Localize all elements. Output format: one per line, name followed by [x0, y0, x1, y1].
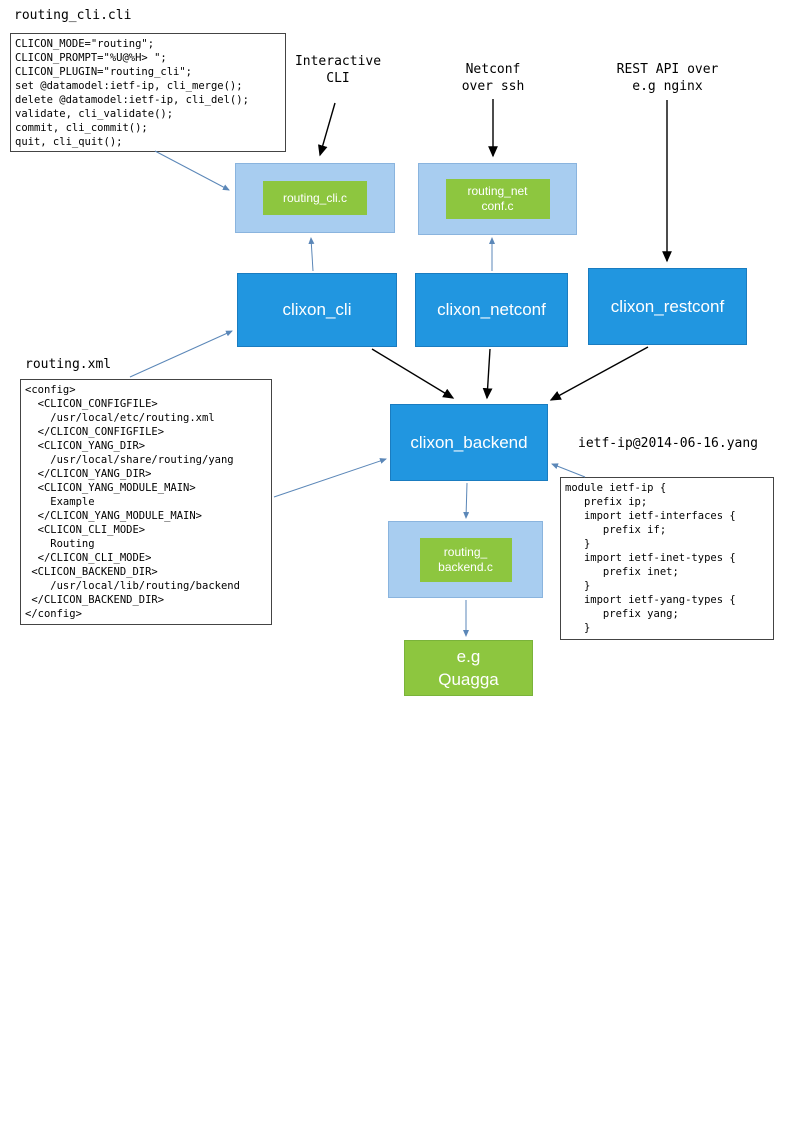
- clixon-backend-node: clixon_backend: [390, 404, 548, 481]
- arrow-yang-to-backend: [551, 463, 586, 478]
- netconf-over-ssh-label: Netconf over ssh: [461, 62, 525, 94]
- routing-backend-c-label: routing_ backend.c: [419, 537, 512, 582]
- clixon-cli-node: clixon_cli: [237, 273, 397, 347]
- arrow-clixon-cli-to-backend: [371, 348, 455, 399]
- clixon-restconf-node: clixon_restconf: [588, 268, 747, 345]
- routing-cli-c-label: routing_cli.c: [263, 181, 367, 215]
- rest-api-label: REST API over e.g nginx: [616, 62, 719, 94]
- routing-xml-code-box: <config> <CLICON_CONFIGFILE> /usr/local/…: [20, 379, 272, 625]
- yang-file-label: ietf-ip@2014-06-16.yang: [578, 436, 759, 451]
- arrow-routing-cli-file-to-plugin: [154, 150, 230, 191]
- interactive-cli-label: Interactive CLI: [294, 54, 382, 86]
- arrow-clixon-netconf-to-backend: [482, 348, 493, 400]
- routing-netconf-c-plugin-box: routing_net conf.c: [418, 163, 577, 235]
- clixon-netconf-node: clixon_netconf: [415, 273, 568, 347]
- routing-cli-code-box: CLICON_MODE="routing"; CLICON_PROMPT="%U…: [10, 33, 286, 152]
- arrow-backend-to-routing-backend-c: [463, 482, 470, 519]
- arrow-clixon-cli-to-routing-cli-c: [308, 237, 315, 272]
- arrow-interactive-cli-to-routing-cli-c: [318, 102, 336, 157]
- arrow-clixon-restconf-to-backend: [549, 346, 649, 401]
- arrow-routing-xml-to-clixon-cli: [129, 330, 233, 378]
- routing-backend-c-plugin-box: routing_ backend.c: [388, 521, 543, 598]
- routing-netconf-c-label: routing_net conf.c: [445, 179, 550, 219]
- routing-xml-file-label: routing.xml: [25, 357, 112, 372]
- yang-code-box: module ietf-ip { prefix ip; import ietf-…: [560, 477, 774, 640]
- routing-cli-file-label: routing_cli.cli: [14, 8, 132, 23]
- arrow-routing-xml-to-backend: [273, 458, 387, 498]
- routing-cli-c-plugin-box: routing_cli.c: [235, 163, 395, 233]
- quagga-node: e.g Quagga: [404, 640, 533, 696]
